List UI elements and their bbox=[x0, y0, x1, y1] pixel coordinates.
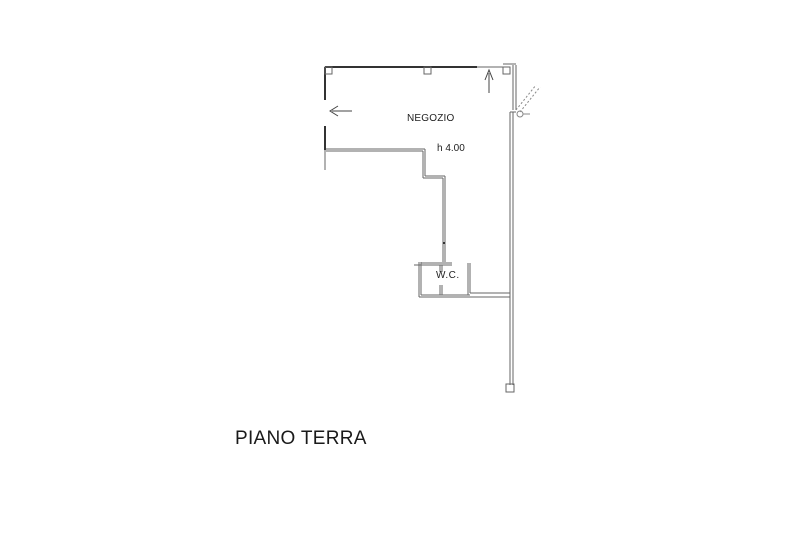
pillars bbox=[324, 66, 515, 393]
entrance-arrow-up-icon bbox=[484, 68, 494, 93]
negozio-walls bbox=[324, 63, 517, 385]
stair-hatch-icon bbox=[515, 84, 541, 118]
room-label-wc: W.C. bbox=[436, 270, 460, 281]
entrance-arrow-left-icon bbox=[329, 105, 352, 117]
room-label-negozio: NEGOZIO bbox=[407, 113, 455, 124]
wc-walls bbox=[414, 262, 510, 298]
floor-title: PIANO TERRA bbox=[235, 428, 367, 449]
room-height-label: h 4.00 bbox=[437, 143, 465, 154]
